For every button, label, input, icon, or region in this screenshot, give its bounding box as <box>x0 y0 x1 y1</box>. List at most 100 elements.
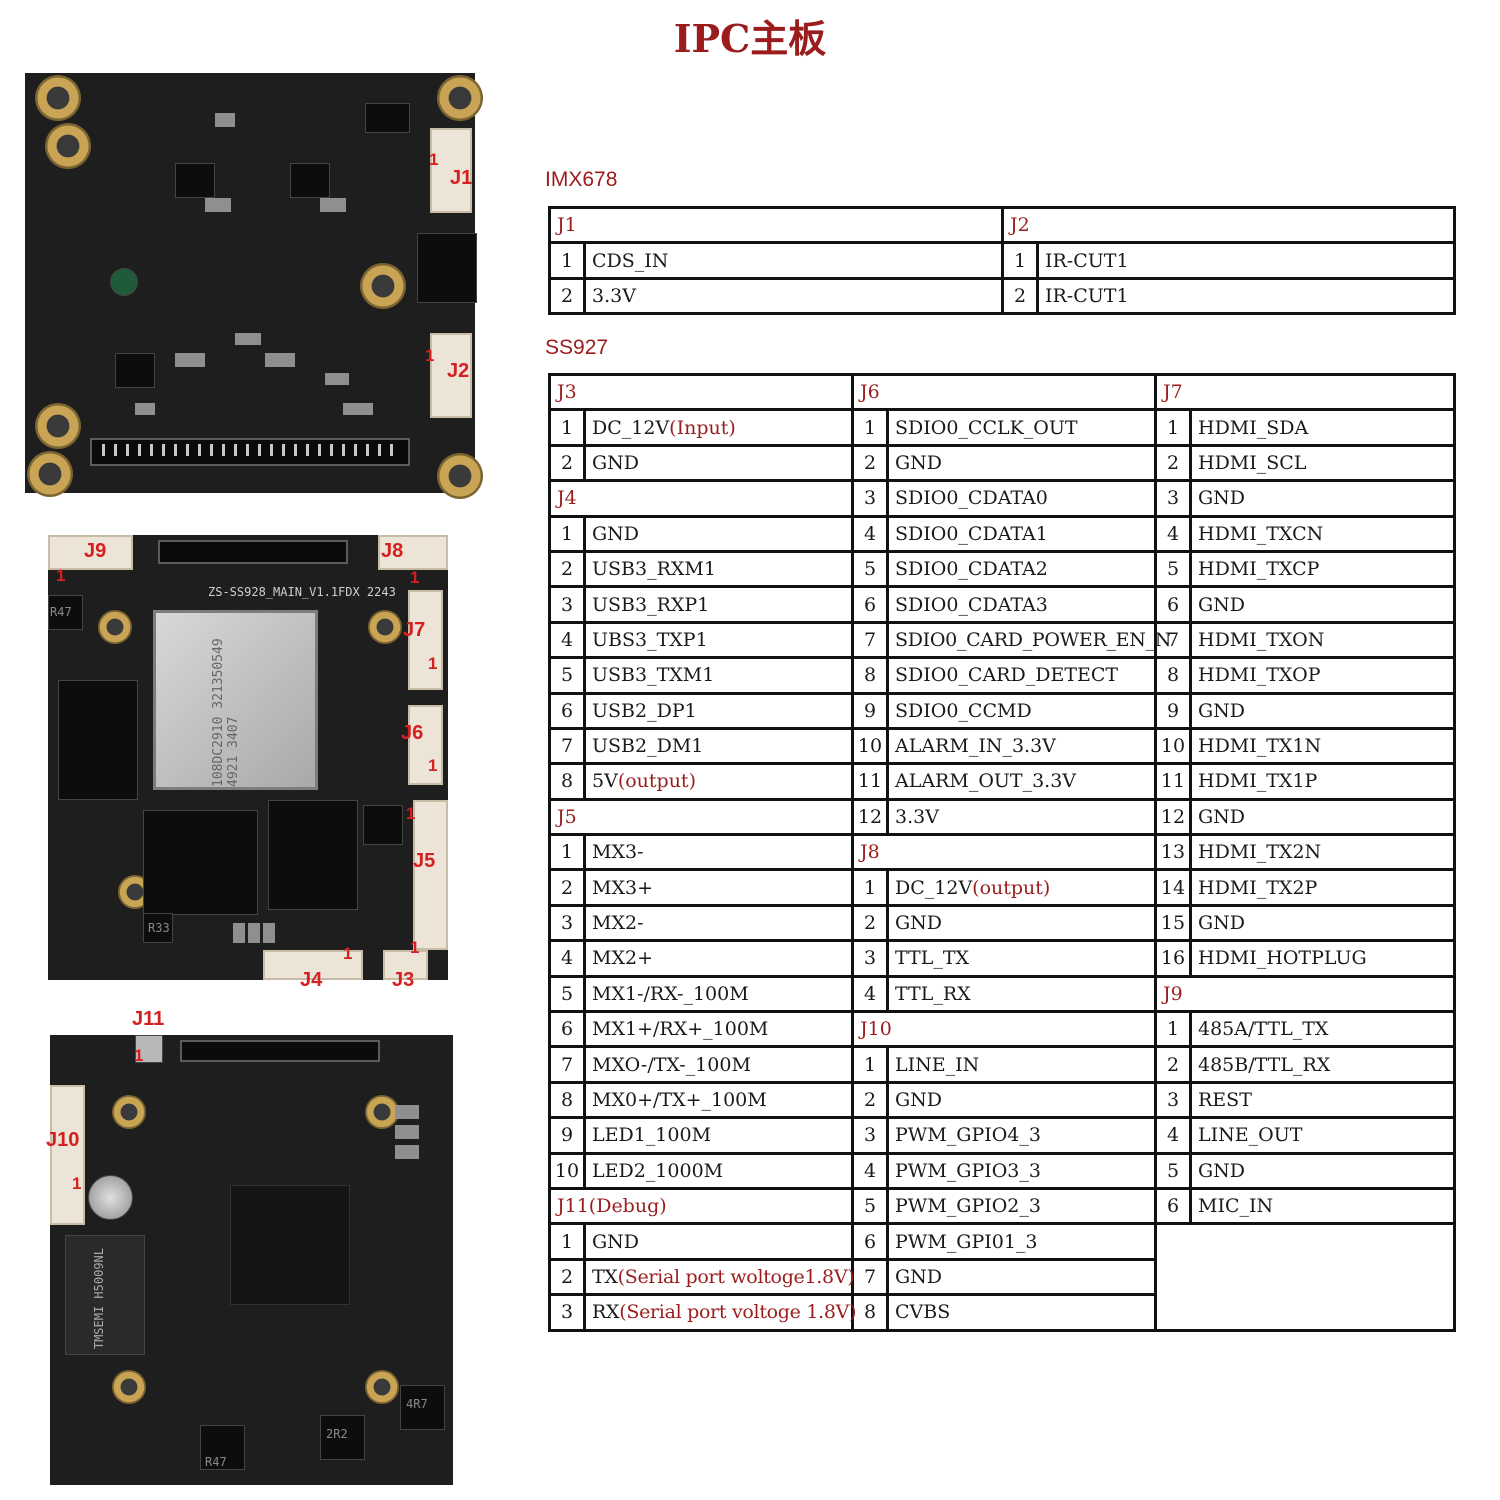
pin-name: ALARM_IN_3.3V <box>886 726 1157 766</box>
table-row: 3 RX(Serial port voltoge 1.8V) 8 CVBS <box>548 1293 1455 1332</box>
smd-part <box>215 113 235 127</box>
label-j11: J11 <box>132 1008 165 1030</box>
pin-number: 7 <box>548 726 586 766</box>
pin-name-text: RX <box>592 1301 620 1324</box>
pin-name: DC_12V(output) <box>886 868 1157 907</box>
pin-name: HDMI_TX1P <box>1189 762 1456 801</box>
label-j6: J6 <box>401 722 424 744</box>
table-row: 1 DC_12V(Input) 1 SDIO0_CCLK_OUT 1 HDMI_… <box>548 408 1456 447</box>
inductor-marking: R47 <box>205 1455 227 1469</box>
pin-name: DC_12V(Input) <box>583 408 854 447</box>
ffc-connector <box>90 438 410 466</box>
pin-name: MX2+ <box>583 939 854 978</box>
table-row: 7 USB2_DM1 10 ALARM_IN_3.3V 10 HDMI_TX1N <box>548 726 1456 766</box>
pin-name: GND <box>1189 585 1456 624</box>
label-j3: J3 <box>392 969 415 991</box>
ic-chip <box>115 353 155 388</box>
pin1-mark-j1: 1 <box>429 150 439 169</box>
mounting-hole <box>35 403 81 449</box>
battery-cell <box>88 1175 133 1220</box>
transformer-marking: TMSEMI H5009NL <box>92 1248 106 1350</box>
pin-name: TTL_RX <box>886 974 1157 1014</box>
pin-name: CDS_IN <box>583 241 1004 280</box>
pin-name: GND <box>886 1257 1157 1297</box>
pin-name: IR-CUT1 <box>1036 241 1456 280</box>
pin-number: 6 <box>851 585 889 624</box>
pin-name: HDMI_TXCN <box>1189 514 1456 553</box>
pin-number: 4 <box>851 514 889 553</box>
memory-chip <box>143 810 258 915</box>
pin-number: 2 <box>548 549 586 589</box>
io-board-photo: TMSEMI H5009NL R47 2R2 4R7 1 J10 1 <box>46 1035 453 1485</box>
pin-name: GND <box>1189 479 1456 518</box>
pin-number: 8 <box>548 762 586 801</box>
pin-number: 4 <box>851 1151 889 1191</box>
connector-header-j3: J3 <box>548 372 854 412</box>
connector-header-j4: J4 <box>548 479 854 518</box>
pin-name: HDMI_SDA <box>1189 408 1456 447</box>
pin-number: 3 <box>1154 1080 1192 1120</box>
board-silkscreen: ZS-SS928_MAIN_V1.1 <box>208 585 339 599</box>
pin-name: RX(Serial port voltoge 1.8V) <box>583 1293 857 1332</box>
pin-number: 2 <box>851 903 889 943</box>
pin-note: (output) <box>972 876 1051 899</box>
pin-number: 1 <box>1154 1010 1192 1049</box>
connector-header-j8: J8 <box>851 833 1157 872</box>
pin-number: 16 <box>1154 939 1192 978</box>
inductor <box>200 1425 245 1470</box>
connector-header-j11: J11(Debug) <box>548 1186 854 1226</box>
pin-number: 6 <box>851 1222 889 1261</box>
pin-number: 8 <box>1154 656 1192 695</box>
pin1-mark-j2: 1 <box>425 346 435 365</box>
inductor <box>400 1385 445 1430</box>
pin-name: USB3_TXM1 <box>583 656 854 695</box>
pin-number: 9 <box>548 1116 586 1155</box>
pin-note: (output) <box>617 770 696 793</box>
empty-cell <box>1154 1222 1456 1332</box>
pin-name: UBS3_TXP1 <box>583 620 854 660</box>
table-row: 1 MX3- J8 13 HDMI_TX2N <box>548 833 1456 872</box>
board-silkscreen-2: FDX 2243 <box>338 585 396 599</box>
mounting-hole <box>437 453 483 499</box>
ic-chip <box>363 805 403 845</box>
pin1-mark-j4: 1 <box>343 944 353 963</box>
pin1-mark-j10: 1 <box>72 1174 82 1193</box>
pin-number: 3 <box>1154 479 1192 518</box>
pin-name: GND <box>583 1222 854 1261</box>
pin-name: TX(Serial port woltoge1.8V) <box>583 1257 855 1297</box>
pin-number: 6 <box>548 691 586 730</box>
connector-header-j5: J5 <box>548 797 854 837</box>
memory-chip <box>58 680 138 800</box>
smd-part <box>343 403 373 415</box>
connector-j7 <box>408 590 443 690</box>
pin-number: 8 <box>851 1293 889 1332</box>
pin-name: HDMI_TX2P <box>1189 868 1456 907</box>
pin-name: TTL_TX <box>886 939 1157 978</box>
pin-number: 12 <box>851 797 889 837</box>
label-j7: J7 <box>403 619 426 641</box>
pin-name: 5V(output) <box>583 762 854 801</box>
smd-part <box>320 198 346 212</box>
pin-number: 1 <box>548 1222 586 1261</box>
pin-name: USB3_RXM1 <box>583 549 854 589</box>
pin-name: USB2_DP1 <box>583 691 854 730</box>
pin-number: 2 <box>548 1257 586 1297</box>
pin-name: CVBS <box>886 1293 1157 1332</box>
pin-name: REST <box>1189 1080 1456 1120</box>
pin-name: GND <box>886 443 1157 483</box>
table-row: 2 TX(Serial port woltoge1.8V) 7 GND <box>548 1257 1455 1297</box>
pin-number: 1 <box>851 1045 889 1084</box>
table-row: 2 USB3_RXM1 5 SDIO0_CDATA2 5 HDMI_TXCP <box>548 549 1456 589</box>
smd-part <box>205 198 231 212</box>
pin-name: 3.3V <box>583 276 1004 316</box>
pin-name: GND <box>583 443 854 483</box>
pin-number: 3 <box>851 939 889 978</box>
pin-number: 10 <box>851 726 889 766</box>
pin-name-text: TX <box>592 1265 618 1288</box>
pin-number: 2 <box>851 443 889 483</box>
connector-header-j7: J7 <box>1154 372 1456 412</box>
table-row: 2 GND 2 GND 2 HDMI_SCL <box>548 443 1456 483</box>
pin-number: 4 <box>548 620 586 660</box>
ethernet-transformer: TMSEMI H5009NL <box>65 1235 145 1355</box>
inductor <box>48 595 83 630</box>
